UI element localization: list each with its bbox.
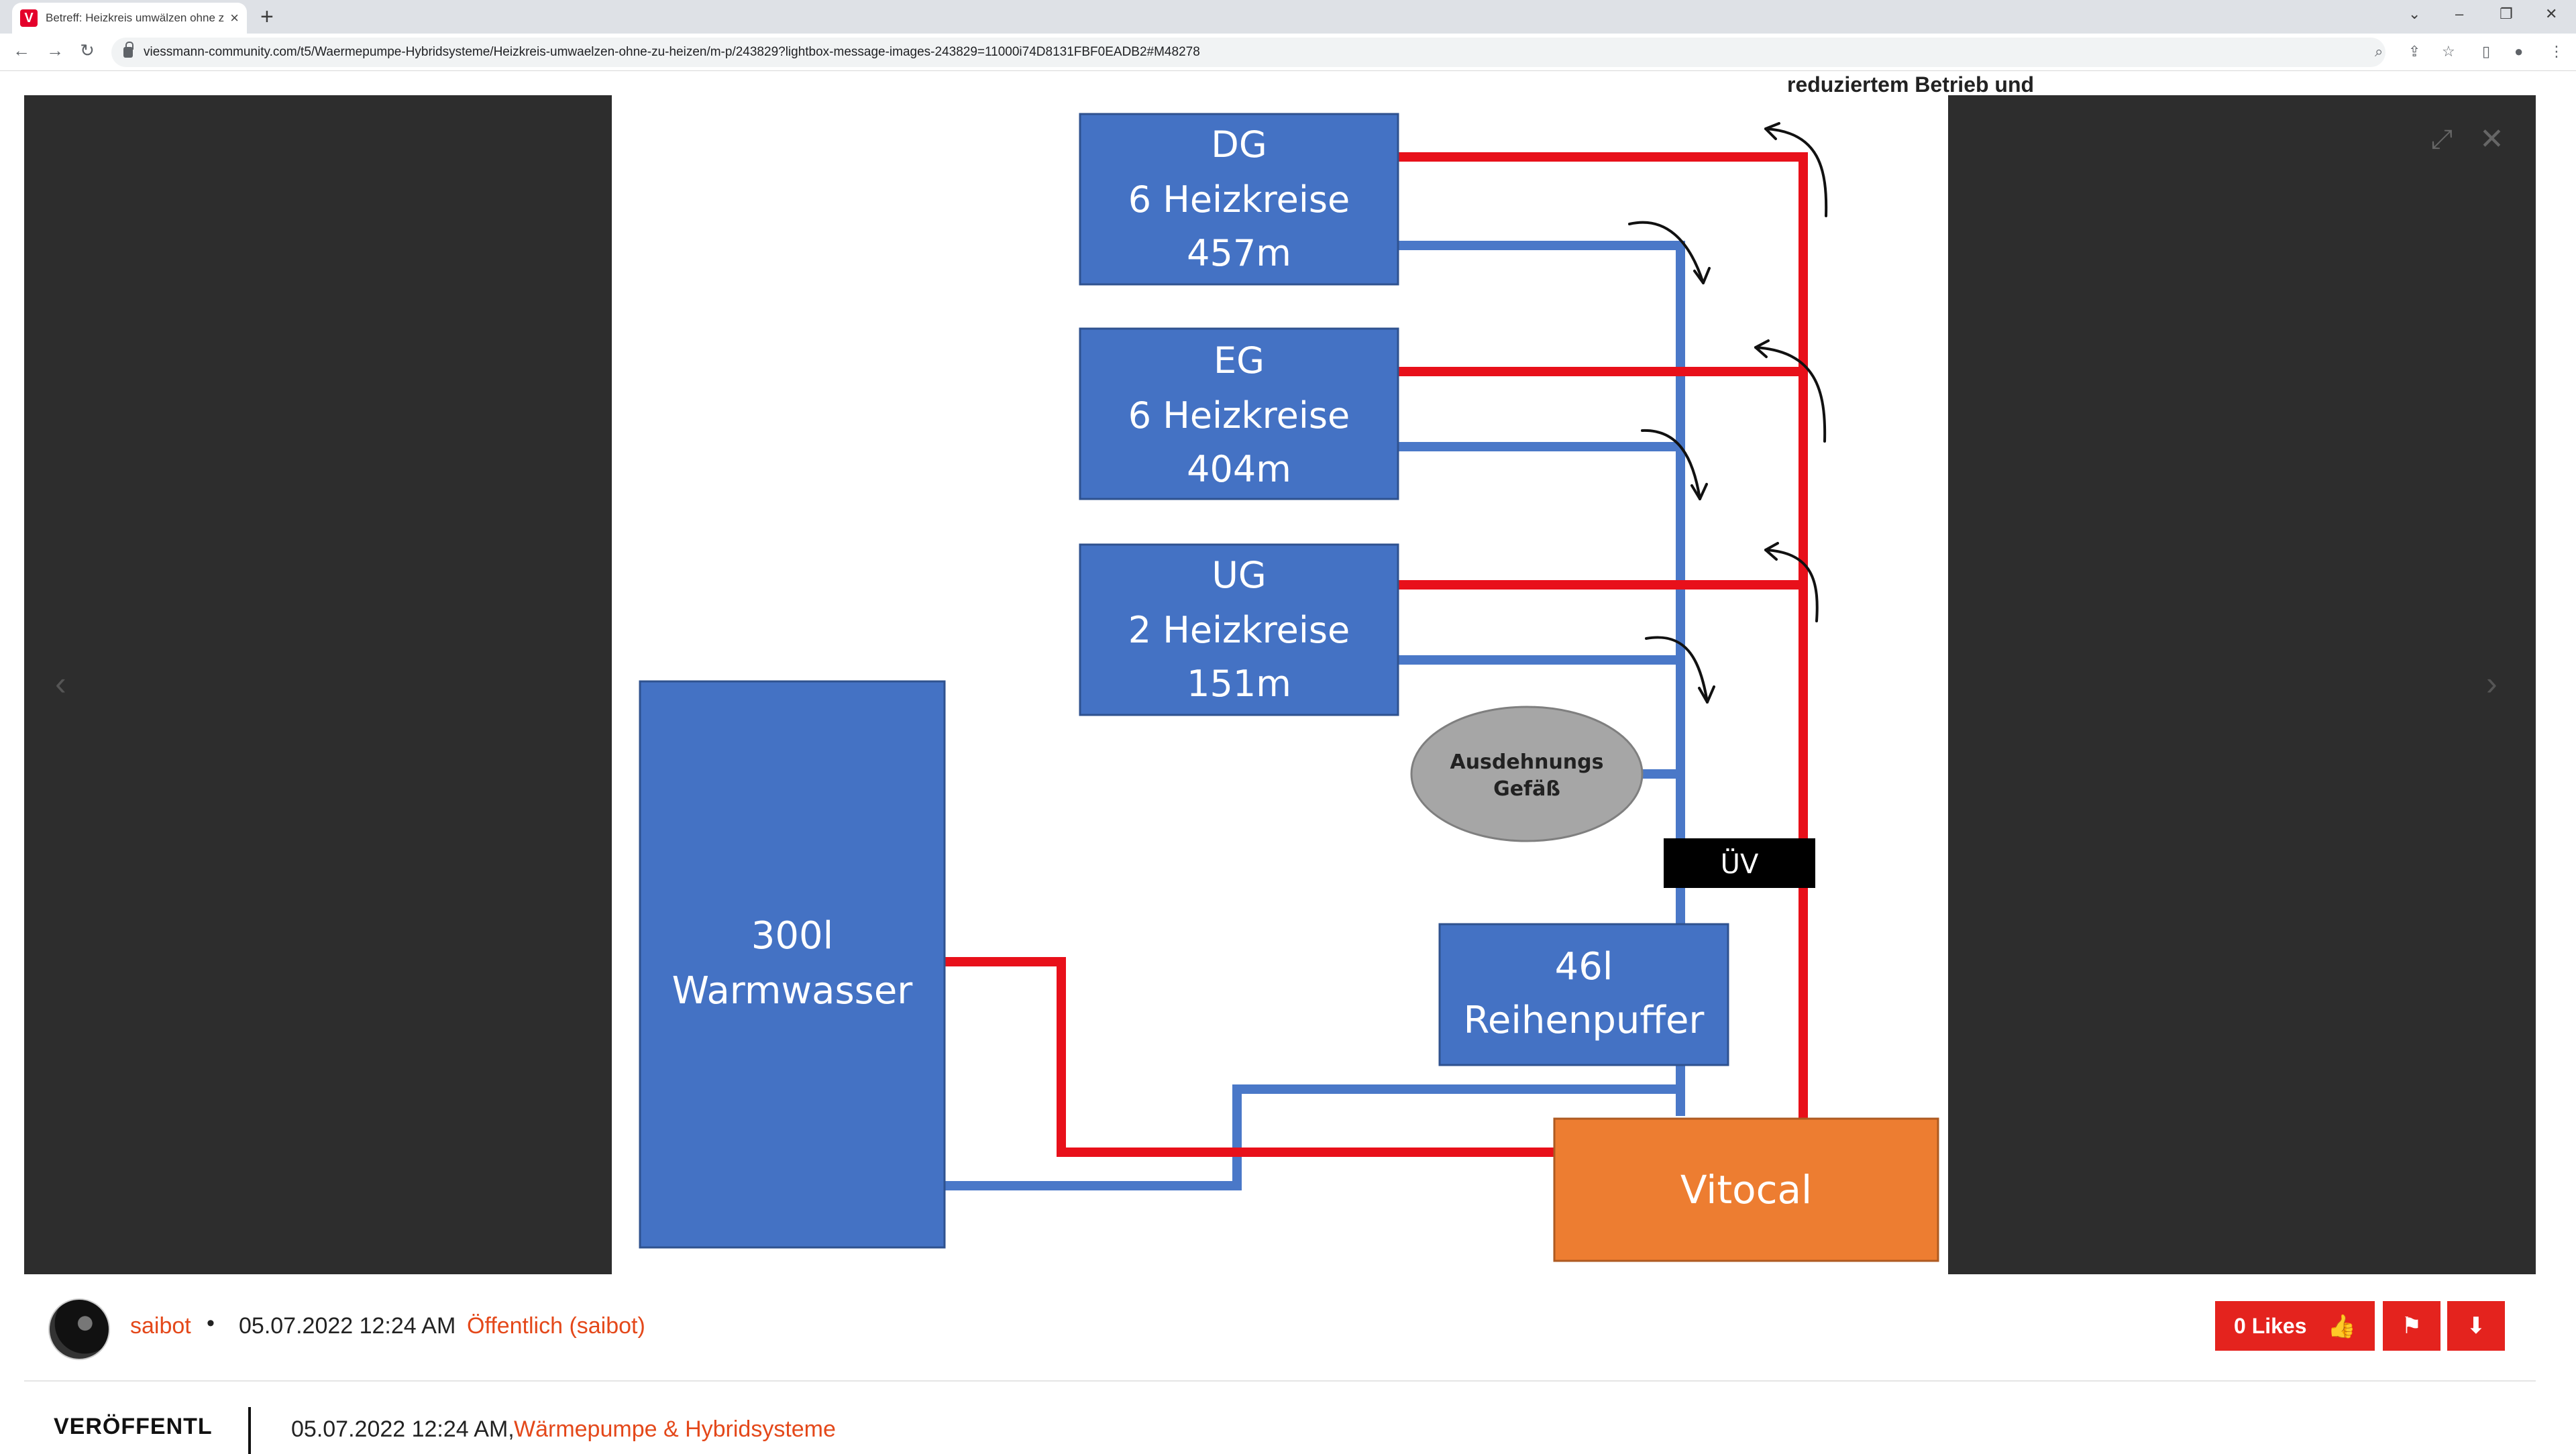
tab-strip: V Betreff: Heizkreis umwälzen ohne zu he… — [0, 0, 2576, 34]
warmwasser-volume: 300l — [751, 914, 833, 958]
bookmark-star-icon[interactable]: ☆ — [2442, 43, 2455, 60]
flow-arrows — [1628, 122, 1828, 704]
supply-pipes — [945, 152, 1808, 1157]
buffer-label: Reihenpuffer — [1464, 999, 1705, 1042]
share-icon[interactable]: ⇪ — [2408, 43, 2421, 60]
warmwasser-label: Warmwasser — [672, 969, 914, 1013]
thumbs-up-icon: 👍 — [2327, 1314, 2356, 1339]
profile-icon[interactable]: ● — [2514, 43, 2524, 60]
dg-box: DG 6 Heizkreise 457m — [1079, 113, 1399, 286]
zoom-icon[interactable]: ⌕ — [2375, 43, 2383, 60]
forward-button[interactable]: → — [46, 40, 64, 60]
eg-circuits: 6 Heizkreise — [1128, 394, 1350, 437]
overflow-valve-label: ÜV — [1721, 848, 1759, 880]
ug-length: 151m — [1187, 663, 1291, 705]
side-panel-icon[interactable]: ▯ — [2482, 43, 2491, 60]
window-close-button[interactable]: ✕ — [2545, 5, 2558, 22]
expansion-vessel-line2: Gefäß — [1493, 777, 1560, 801]
next-image-icon[interactable]: › — [2486, 665, 2498, 702]
return-pipes — [945, 241, 1685, 1190]
download-icon: ⬇ — [2466, 1313, 2486, 1339]
eg-box: EG 6 Heizkreise 404m — [1079, 327, 1399, 500]
expansion-vessel: Ausdehnungs Gefäß — [1410, 706, 1644, 842]
minimize-button[interactable]: – — [2455, 5, 2464, 22]
eg-label: EG — [1214, 339, 1265, 382]
likes-count: 0 Likes — [2234, 1313, 2307, 1338]
heating-diagram: DG 6 Heizkreise 457m EG 6 Heizkreise 404… — [639, 113, 1939, 1262]
lightbox-image: DG 6 Heizkreise 457m EG 6 Heizkreise 404… — [612, 95, 1948, 1274]
ug-circuits: 2 Heizkreise — [1128, 609, 1350, 651]
new-tab-button[interactable]: + — [260, 4, 274, 30]
url-text[interactable]: viessmann-community.com/t5/Waermepumpe-H… — [144, 45, 1200, 59]
separator-dot: • — [207, 1310, 215, 1336]
restore-button[interactable]: ❐ — [2500, 5, 2513, 22]
published-label: VERÖFFENTL — [54, 1414, 213, 1439]
report-button[interactable]: ⚑ — [2383, 1301, 2440, 1351]
tab-title: Betreff: Heizkreis umwälzen ohne zu heiz… — [46, 11, 225, 24]
reload-button[interactable]: ↻ — [80, 40, 95, 60]
overflow-valve: ÜV — [1664, 838, 1815, 888]
vitocal-box: Vitocal — [1553, 1117, 1939, 1262]
ug-box: UG 2 Heizkreise 151m — [1079, 543, 1399, 716]
browser-toolbar: ← → ↻ viessmann-community.com/t5/Waermep… — [0, 34, 2576, 71]
close-lightbox-icon[interactable]: ✕ — [2479, 123, 2504, 156]
active-tab[interactable]: V Betreff: Heizkreis umwälzen ohne zu he… — [12, 3, 247, 34]
likes-button[interactable]: 0 Likes 👍 — [2215, 1301, 2375, 1351]
tab-close-icon[interactable]: × — [230, 9, 239, 26]
post-date: 05.07.2022 12:24 AM — [239, 1313, 456, 1339]
download-button[interactable]: ⬇ — [2447, 1301, 2505, 1351]
vertical-divider — [248, 1407, 251, 1454]
viessmann-favicon-icon: V — [20, 9, 38, 27]
dg-length: 457m — [1187, 232, 1291, 274]
flag-icon: ⚑ — [2401, 1313, 2422, 1339]
buffer-box: 46l Reihenpuffer — [1438, 923, 1729, 1066]
address-bar[interactable]: viessmann-community.com/t5/Waermepumpe-H… — [111, 38, 2385, 67]
expansion-vessel-line1: Ausdehnungs — [1450, 750, 1603, 774]
category-link[interactable]: Wärmepumpe & Hybridsysteme — [514, 1416, 836, 1442]
dg-label: DG — [1211, 123, 1267, 166]
previous-image-icon[interactable]: ‹ — [55, 665, 66, 702]
buffer-volume: 46l — [1555, 945, 1613, 989]
published-row: VERÖFFENTL 05.07.2022 12:24 AM, Wärmepum… — [24, 1383, 2536, 1454]
expand-icon[interactable]: ⤢ — [2431, 125, 2453, 154]
background-page-text: reduziertem Betrieb und — [1787, 72, 2035, 97]
vitocal-label: Vitocal — [1680, 1167, 1812, 1213]
visibility-link[interactable]: Öffentlich (saibot) — [467, 1313, 645, 1339]
back-button[interactable]: ← — [13, 40, 30, 60]
eg-length: 404m — [1187, 448, 1291, 490]
lock-icon[interactable] — [123, 42, 133, 58]
author-link[interactable]: saibot — [130, 1313, 191, 1339]
dg-circuits: 6 Heizkreise — [1128, 178, 1350, 221]
browser-menu-icon[interactable]: ⋮ — [2549, 43, 2564, 60]
avatar[interactable] — [48, 1298, 110, 1360]
warmwasser-box: 300l Warmwasser — [639, 680, 946, 1249]
published-date: 05.07.2022 12:24 AM, — [291, 1416, 515, 1442]
ug-label: UG — [1212, 554, 1266, 596]
tab-search-chevron-icon[interactable]: ⌄ — [2408, 5, 2421, 22]
image-info-bar: saibot • 05.07.2022 12:24 AM Öffentlich … — [24, 1274, 2536, 1382]
